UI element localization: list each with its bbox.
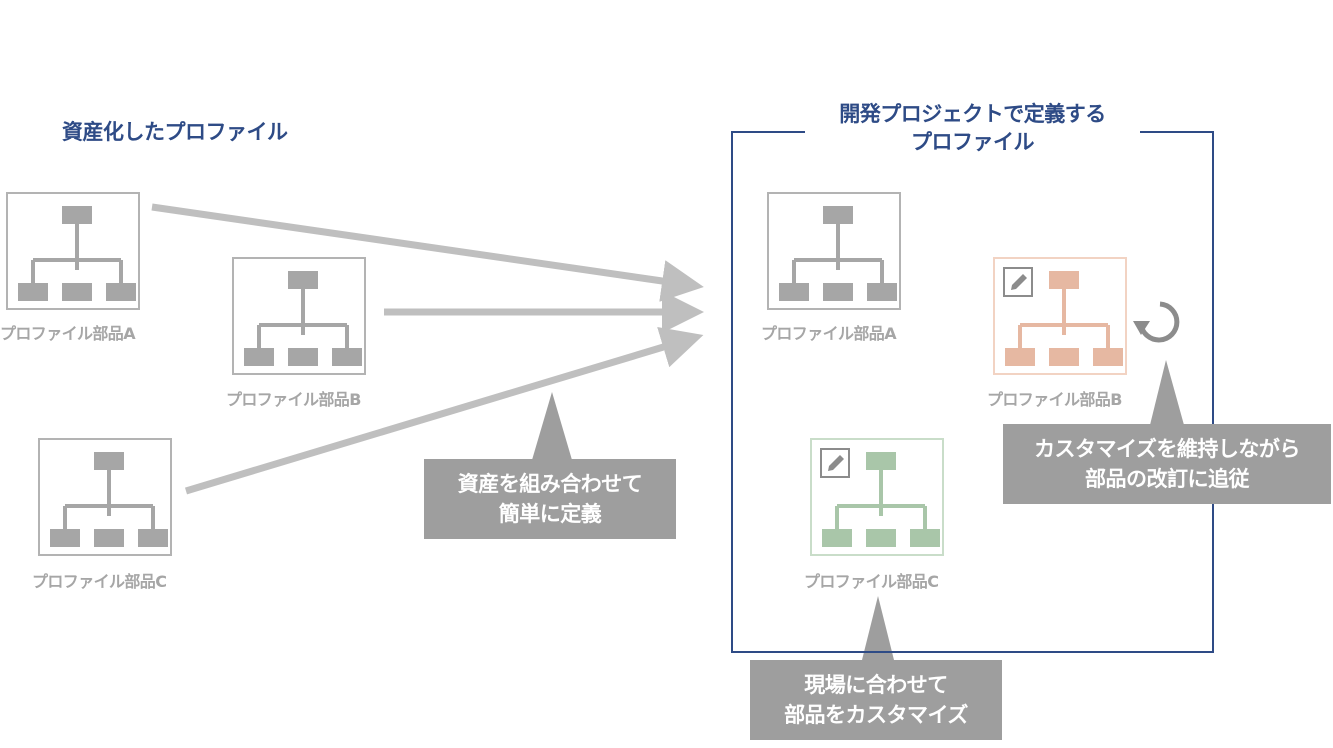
pencil-icon	[1003, 267, 1033, 297]
combine-callout-line2: 簡単に定義	[498, 502, 602, 526]
assets-heading: 資産化したプロファイル	[62, 120, 288, 144]
asset-part-a[interactable]	[6, 192, 140, 310]
asset-part-c[interactable]	[38, 438, 172, 556]
maintain-callout: カスタマイズを維持しながら 部品の改訂に追従	[1003, 424, 1331, 504]
pencil-icon	[820, 448, 850, 478]
project-part-c-customized[interactable]	[810, 438, 944, 556]
project-part-a[interactable]	[767, 192, 901, 310]
combine-callout: 資産を組み合わせて 簡単に定義	[424, 459, 676, 539]
project-part-b-customized[interactable]	[993, 257, 1127, 375]
org-chart-icon	[779, 206, 897, 301]
project-heading-line2: プロファイル	[911, 130, 1035, 154]
org-chart-icon	[244, 271, 362, 366]
maintain-callout-line1: カスタマイズを維持しながら	[1034, 437, 1300, 461]
maintain-callout-line2: 部品の改訂に追従	[1085, 467, 1250, 491]
arrow-c-to-project	[184, 326, 704, 495]
project-heading: 開発プロジェクトで定義する プロファイル	[805, 100, 1140, 156]
project-part-a-label: プロファイル部品A	[761, 324, 897, 343]
customize-callout: 現場に合わせて 部品をカスタマイズ	[750, 660, 1002, 740]
asset-part-b[interactable]	[232, 257, 366, 375]
asset-part-a-label: プロファイル部品A	[0, 324, 136, 343]
combine-callout-pointer	[532, 392, 572, 460]
customize-callout-line2: 部品をカスタマイズ	[784, 703, 968, 727]
asset-part-c-label: プロファイル部品C	[32, 572, 167, 591]
arrow-a-to-project	[151, 203, 704, 302]
project-part-b-label: プロファイル部品B	[987, 390, 1122, 409]
combine-callout-line1: 資産を組み合わせて	[457, 472, 643, 496]
org-chart-icon	[822, 452, 940, 547]
refresh-icon	[1133, 301, 1180, 343]
org-chart-icon	[50, 452, 168, 547]
org-chart-icon	[18, 206, 136, 301]
org-chart-icon	[1005, 271, 1123, 366]
asset-part-b-label: プロファイル部品B	[226, 390, 361, 409]
customize-callout-line1: 現場に合わせて	[804, 673, 948, 697]
customize-callout-pointer	[862, 596, 894, 660]
project-part-c-label: プロファイル部品C	[804, 572, 939, 591]
maintain-callout-pointer	[1150, 360, 1184, 425]
project-heading-line1: 開発プロジェクトで定義する	[839, 102, 1106, 126]
